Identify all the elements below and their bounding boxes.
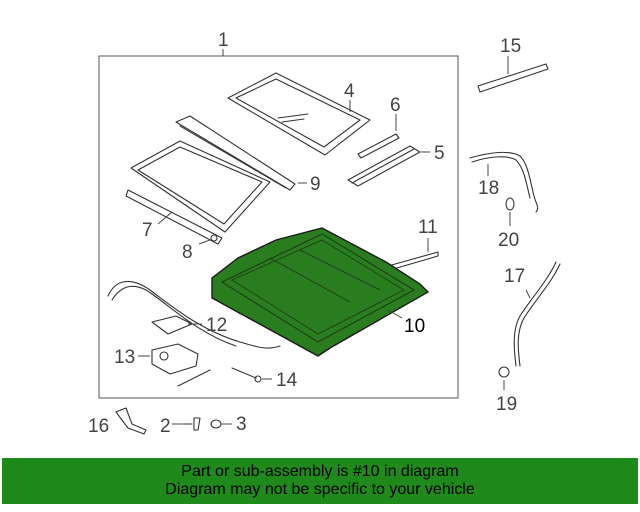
- callout-6: 6: [390, 95, 401, 116]
- callout-8: 8: [182, 242, 193, 263]
- callout-20: 20: [498, 230, 519, 251]
- callout-11: 11: [418, 217, 438, 238]
- fastener-parts: [115, 407, 232, 435]
- callout-3: 3: [236, 414, 247, 435]
- callout-16: 16: [88, 416, 109, 437]
- rail-part-11: [387, 238, 439, 271]
- callout-1: 1: [218, 30, 229, 51]
- sunshade-part: [125, 140, 271, 245]
- callout-4: 4: [344, 81, 355, 102]
- banner-line-1: Part or sub-assembly is #10 in diagram: [181, 463, 459, 480]
- callout-13: 13: [114, 347, 135, 368]
- banner-line-2: Diagram may not be specific to your vehi…: [165, 481, 475, 498]
- callout-5: 5: [434, 143, 445, 164]
- drive-cable-motor-parts: [107, 280, 281, 387]
- info-banner: Part or sub-assembly is #10 in diagram D…: [2, 458, 638, 504]
- callout-14: 14: [276, 370, 298, 391]
- drain-hose-rear: [498, 261, 561, 390]
- callout-18: 18: [478, 178, 499, 199]
- parts-diagram: 1 4 6 5 9 7 8 11 10 12 13 14 15 18 20 17…: [88, 30, 561, 437]
- glass-panel-part: [227, 72, 371, 156]
- callout-9: 9: [310, 174, 321, 195]
- clip-part-8: [198, 234, 218, 245]
- deflector-part: [175, 115, 307, 191]
- callout-15: 15: [500, 36, 521, 57]
- callout-17: 17: [504, 266, 525, 287]
- callout-2: 2: [160, 416, 171, 437]
- drain-hose-front: [469, 151, 539, 226]
- callout-7: 7: [142, 220, 153, 241]
- frame-part-highlighted: [211, 227, 430, 357]
- seal-part-15: [477, 56, 549, 93]
- guide-rail-parts: [347, 114, 430, 187]
- callout-19: 19: [496, 394, 517, 415]
- hose-part-14: [231, 367, 272, 383]
- assembly-box: [98, 55, 459, 399]
- callout-12: 12: [206, 315, 227, 336]
- callout-10: 10: [404, 316, 425, 337]
